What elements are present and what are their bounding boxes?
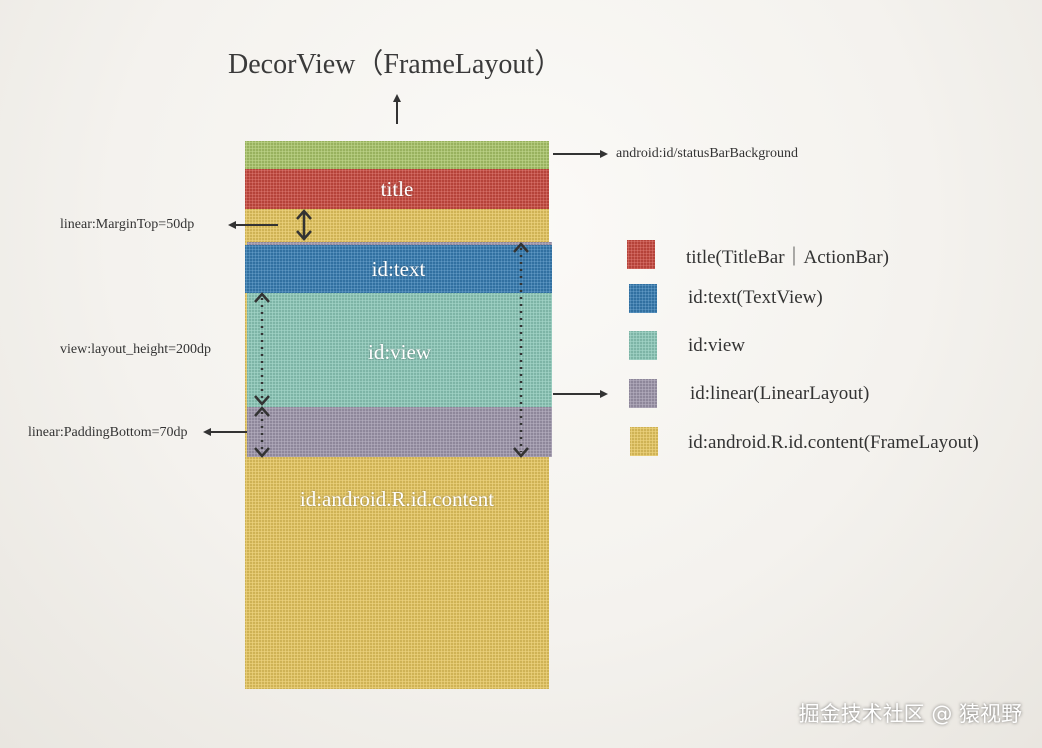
legend-label-content: id:android.R.id.content(FrameLayout) [688, 432, 979, 453]
legend-swatch-content [630, 427, 658, 456]
legend-label-view: id:view [688, 335, 745, 356]
text-box: id:text [245, 245, 552, 293]
legend-label-linear: id:linear(LinearLayout) [690, 383, 870, 404]
margin-top-dimension [296, 209, 312, 241]
margin-top-note: linear:MarginTop=50dp [60, 217, 195, 232]
text-box-label: id:text [371, 257, 426, 281]
diagram-title: DecorView（FrameLayout） [228, 49, 563, 80]
legend-swatch-view [629, 331, 657, 360]
legend-swatch-text [629, 284, 657, 313]
padding-bottom-note: linear:PaddingBottom=70dp [28, 425, 188, 440]
layout-height-dimension [254, 292, 270, 406]
watermark: 掘金技术社区 @ 猿视野 [798, 702, 1022, 726]
layout-height-note: view:layout_height=200dp [60, 342, 211, 357]
title-bar-box: title [245, 169, 549, 209]
padding-bottom-dimension [254, 406, 270, 458]
view-box-label: id:view [368, 340, 431, 364]
linear-height-dimension [513, 242, 529, 458]
title-bar-label: title [380, 177, 414, 201]
status-bar-background-note: android:id/statusBarBackground [616, 146, 798, 161]
legend-label-title: title(TitleBar｜ActionBar) [686, 247, 889, 268]
status-bar-box [245, 141, 549, 169]
legend-label-text: id:text(TextView) [688, 287, 823, 308]
content-box-label: id:android.R.id.content [299, 487, 495, 511]
legend-swatch-linear [629, 379, 657, 408]
legend-swatch-title [627, 240, 655, 269]
view-box: id:view [247, 293, 552, 407]
